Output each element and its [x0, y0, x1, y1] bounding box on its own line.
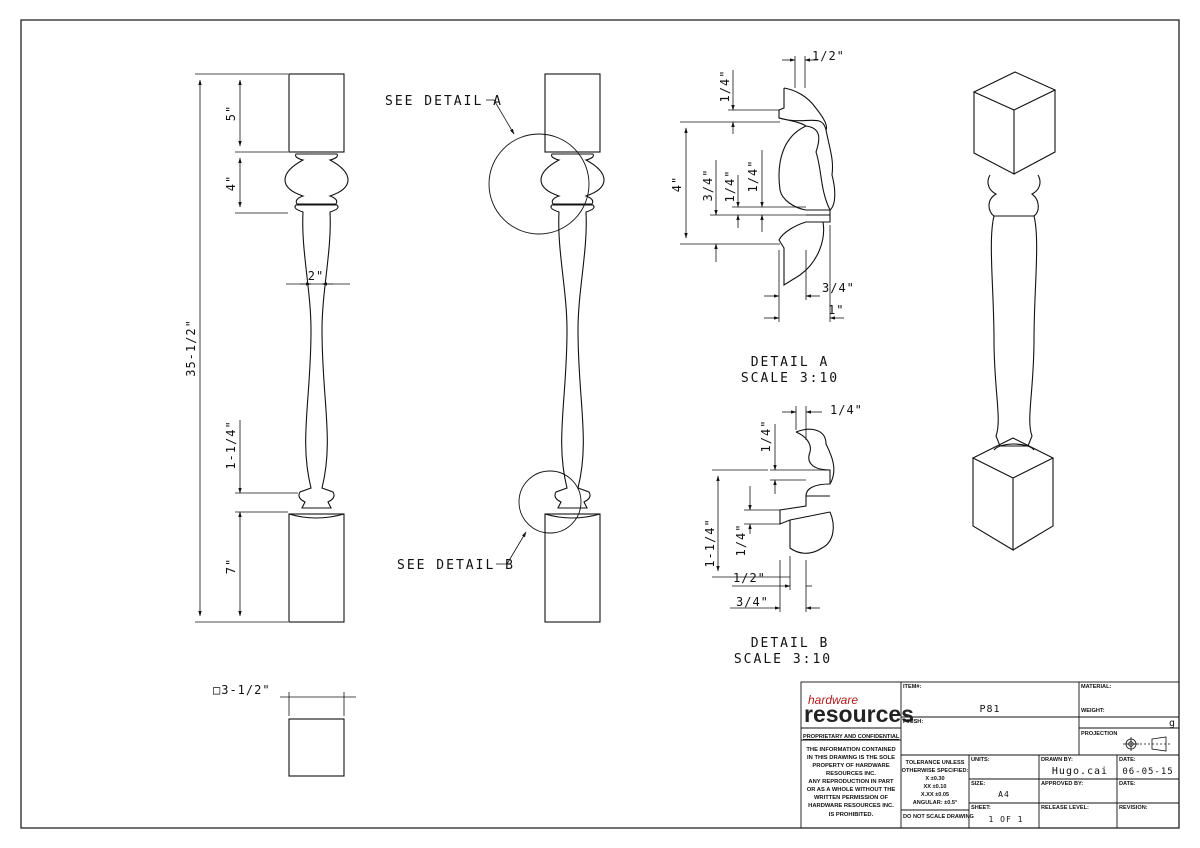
approved-by-label: APPROVED BY: [1041, 781, 1083, 787]
svg-text:WRITTEN PERMISSION OF: WRITTEN PERMISSION OF [814, 795, 889, 801]
isometric-view [971, 71, 1057, 551]
detail-a-top-height: 1/4" [718, 70, 732, 103]
detail-b-scale: SCALE 3:10 [734, 652, 832, 667]
size-label: SIZE: [971, 781, 985, 787]
callout-view [486, 73, 605, 623]
finish-label: FINISH: [903, 719, 923, 725]
callout-detail-b: SEE DETAIL B [397, 558, 515, 573]
detail-a-top-width: 1/2" [812, 49, 845, 63]
section-view [280, 692, 356, 777]
units-label: UNITS: [971, 757, 990, 763]
do-not-scale: DO NOT SCALE DRAWING [903, 814, 974, 820]
dim-top-block: 5" [224, 105, 238, 121]
detail-a-total: 4" [670, 176, 684, 192]
dim-shaft-width: 2" [308, 269, 324, 283]
detail-b-bottom-1-2: 1/2" [733, 571, 766, 585]
front-view [284, 73, 349, 623]
svg-text:OR AS A WHOLE WITHOUT THE: OR AS A WHOLE WITHOUT THE [807, 787, 896, 793]
front-view-dimensions [195, 73, 350, 623]
detail-a-quarter-right: 1/4" [746, 160, 760, 193]
release-level-label: RELEASE LEVEL: [1041, 805, 1089, 811]
weight-unit: g [1169, 718, 1176, 729]
svg-text:RESOURCES INC.: RESOURCES INC. [826, 771, 876, 777]
svg-text:ANY REPRODUCTION IN PART: ANY REPRODUCTION IN PART [808, 779, 894, 785]
dim-lower-turning: 1-1/4" [224, 420, 238, 469]
svg-text:IN THIS DRAWING IS THE SOLE: IN THIS DRAWING IS THE SOLE [807, 755, 895, 761]
section-label: □3-1/2" [213, 683, 271, 697]
svg-text:PROPERTY OF HARDWARE: PROPERTY OF HARDWARE [812, 763, 889, 769]
detail-a-dimensions [680, 56, 844, 322]
date-label: DATE: [1119, 757, 1136, 763]
logo-hardware: hardware [808, 693, 858, 707]
detail-b-bottom-3-4: 3/4" [736, 595, 769, 609]
detail-a-scale: SCALE 3:10 [741, 371, 839, 386]
projection-icon [1123, 736, 1170, 752]
detail-b-dimensions [712, 406, 830, 612]
dim-bottom-block: 7" [224, 558, 238, 574]
sheet-label: SHEET: [971, 805, 991, 811]
weight-label: WEIGHT: [1081, 708, 1105, 714]
sheet-value: 1 OF 1 [989, 815, 1024, 824]
detail-b-profile [779, 428, 835, 554]
svg-text:OTHERWISE SPECIFIED:: OTHERWISE SPECIFIED: [902, 768, 969, 774]
callout-detail-a: SEE DETAIL A [385, 94, 503, 109]
detail-a-bottom-1: 1" [828, 303, 844, 317]
detail-b-mid: 1/4" [734, 524, 748, 557]
detail-b-circle [518, 470, 582, 534]
front-bottom-block [288, 513, 345, 623]
detail-b-left: 1-1/4" [703, 518, 717, 567]
material-label: MATERIAL: [1081, 684, 1111, 690]
svg-text:THE INFORMATION CONTAINED: THE INFORMATION CONTAINED [806, 747, 895, 753]
detail-a-profile [778, 87, 836, 286]
detail-a-title: DETAIL A [751, 355, 830, 370]
proprietary-label: PROPRIETARY AND CONFIDENTIAL [803, 734, 900, 740]
svg-text:TOLERANCE UNLESS: TOLERANCE UNLESS [906, 760, 965, 766]
size-value: A4 [998, 790, 1010, 799]
item-value: P81 [979, 704, 1000, 715]
date2-label: DATE: [1119, 781, 1136, 787]
detail-a-quarter-mid: 1/4" [723, 170, 737, 203]
detail-b-top-height: 1/4" [759, 420, 773, 453]
drawing-border [20, 19, 1180, 829]
iso-top-block [972, 71, 1057, 175]
front-turnings [284, 153, 349, 205]
logo-resources: resources [804, 701, 914, 727]
detail-a-three-quarter: 3/4" [701, 169, 715, 202]
svg-text:X.XX ±0.05: X.XX ±0.05 [921, 792, 949, 798]
svg-text:IS PROHIBITED.: IS PROHIBITED. [829, 812, 874, 818]
drawn-by-value: Hugo.cai [1052, 766, 1108, 777]
detail-a-circle [488, 133, 590, 235]
front-top-block [288, 73, 345, 153]
dim-overall-height: 35-1/2" [184, 319, 198, 377]
detail-b-top-width: 1/4" [830, 403, 863, 417]
svg-text:ANGULAR: ±0.5°: ANGULAR: ±0.5° [913, 800, 957, 806]
detail-a-bottom-3-4: 3/4" [822, 281, 855, 295]
detail-b-title: DETAIL B [751, 636, 830, 651]
title-block [800, 681, 1180, 829]
iso-bottom-block [971, 437, 1055, 551]
dim-ball: 4" [224, 175, 238, 191]
svg-text:X ±0.30: X ±0.30 [925, 776, 944, 782]
svg-text:XX ±0.10: XX ±0.10 [924, 784, 947, 790]
svg-text:HARDWARE RESOURCES INC.: HARDWARE RESOURCES INC. [808, 803, 894, 809]
drawn-by-label: DRAWN BY: [1041, 757, 1073, 763]
revision-label: REVISION: [1119, 805, 1148, 811]
front-shaft [294, 204, 339, 509]
confidential-notice: THE INFORMATION CONTAINED IN THIS DRAWIN… [806, 747, 895, 818]
date-value: 06-05-15 [1122, 767, 1173, 777]
projection-label: PROJECTION [1081, 731, 1117, 737]
item-label: ITEM#: [903, 684, 921, 690]
tolerance-note: TOLERANCE UNLESS OTHERWISE SPECIFIED: X … [902, 760, 969, 806]
